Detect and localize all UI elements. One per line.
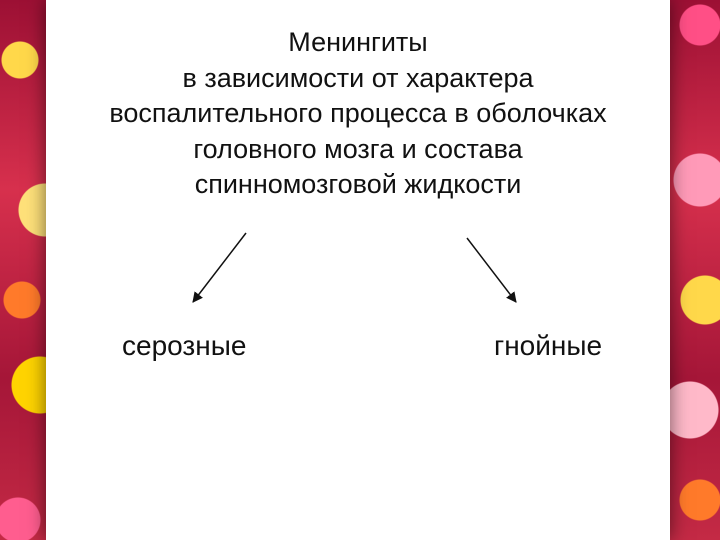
arrow-to-serous <box>192 232 247 303</box>
diagram-root-node: Менингиты в зависимости от характера вос… <box>46 25 670 203</box>
root-title: Менингиты <box>288 27 428 57</box>
arrow-to-purulent <box>466 237 517 303</box>
root-line-3: воспалительного процесса в оболочках <box>109 98 607 128</box>
root-line-2: в зависимости от характера <box>182 62 534 93</box>
slide-card <box>46 0 670 540</box>
root-line-4: головного мозга и состава <box>193 133 523 164</box>
leaf-serous: серозные <box>122 330 247 361</box>
leaf-purulent: гнойные <box>494 330 603 361</box>
root-line-5: спинномозговой жидкости <box>194 169 522 199</box>
